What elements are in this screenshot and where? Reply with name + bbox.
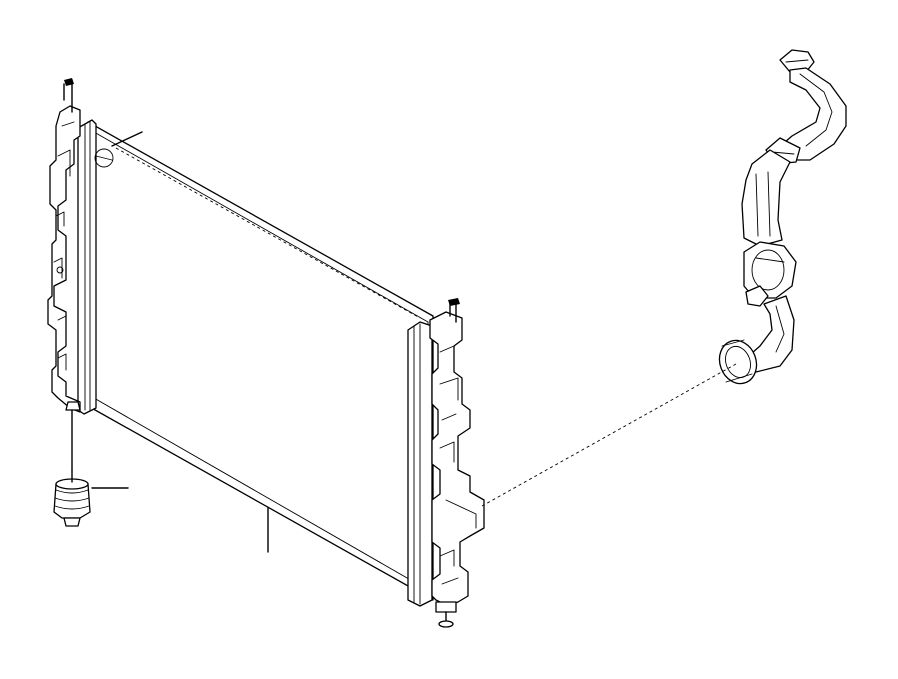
hose-icon [718, 49, 847, 385]
radiator-icon [47, 78, 485, 628]
alignment-line [115, 147, 421, 319]
bushing-icon [53, 469, 129, 527]
connection-line [481, 363, 737, 507]
